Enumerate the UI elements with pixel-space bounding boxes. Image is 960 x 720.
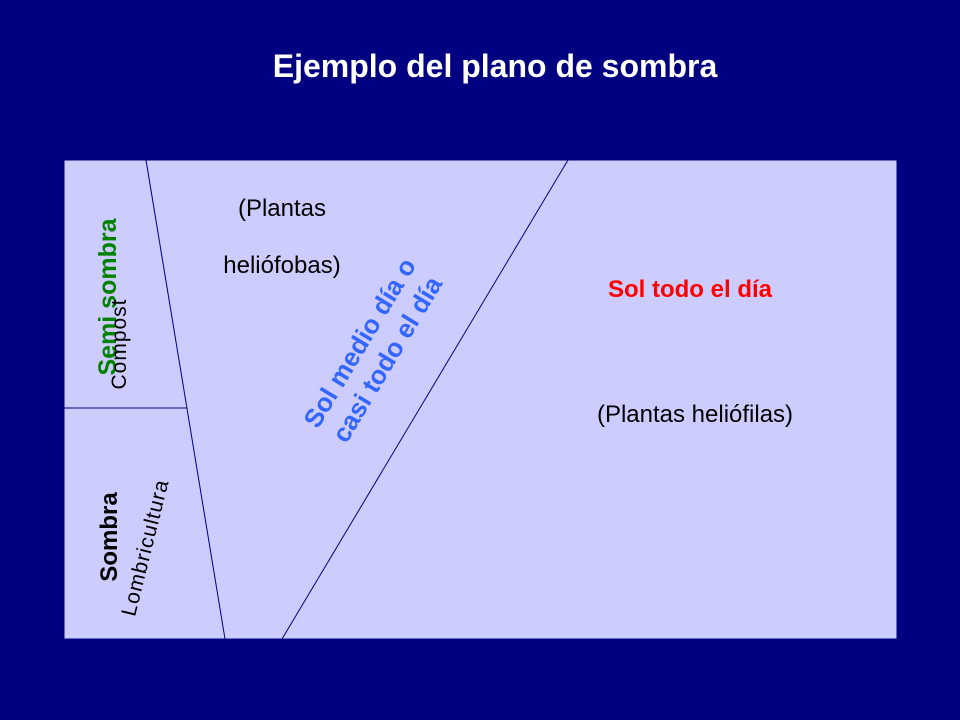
plan-area <box>63 159 898 640</box>
compost-label: Compost <box>108 298 131 390</box>
divider-diagonal <box>281 159 569 640</box>
page-title: Ejemplo del plano de sombra <box>272 48 718 84</box>
heliofobas-line2: heliófobas) <box>223 252 341 279</box>
divider-left <box>145 159 226 640</box>
heliofilas-label: (Plantas heliófilas) <box>596 401 794 428</box>
sol-todo-el-dia-label: Sol todo el día <box>607 276 772 303</box>
sombra-label: Sombra <box>96 492 123 582</box>
heliofobas-line1: (Plantas <box>237 195 327 222</box>
